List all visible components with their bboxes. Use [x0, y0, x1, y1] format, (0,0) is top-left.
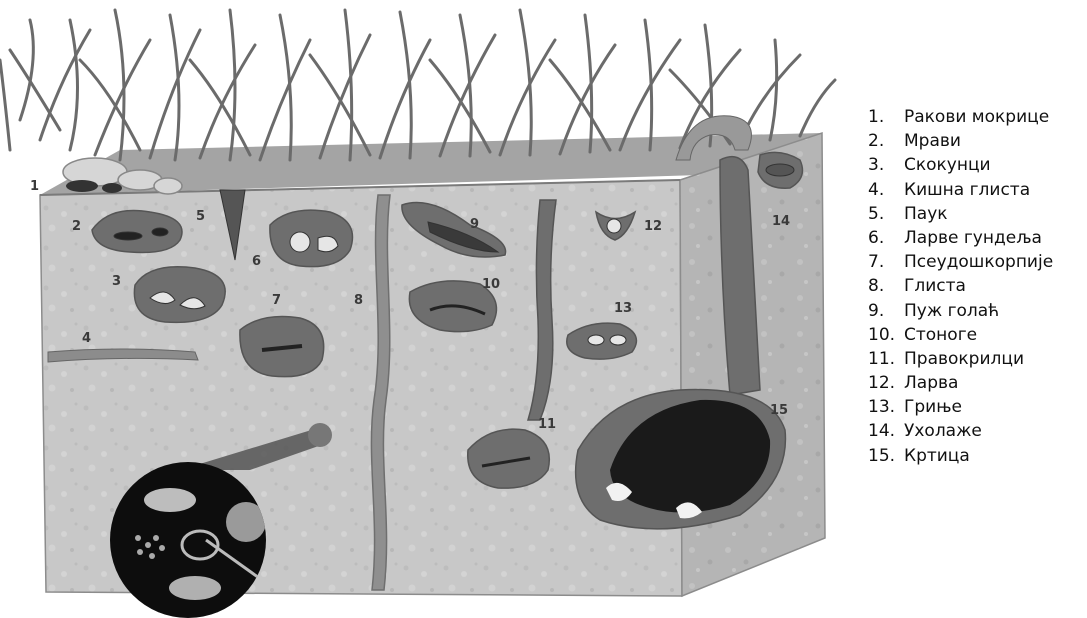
legend-item: 1.Ракови мокрице [868, 107, 1083, 131]
legend-label: Ларва [904, 373, 958, 393]
legend-label: Пуж голаћ [904, 301, 999, 321]
legend-item: 15.Кртица [868, 446, 1083, 470]
legend-number: 14. [868, 421, 904, 441]
grass-icon [0, 10, 835, 160]
marker-7: 7 [272, 293, 281, 308]
legend-item: 6.Ларве гундеља [868, 228, 1083, 252]
legend-item: 14.Ухолаже [868, 421, 1083, 445]
legend-item: 12.Ларва [868, 373, 1083, 397]
legend-item: 7.Псеудошкорпије [868, 252, 1083, 276]
legend-number: 11. [868, 349, 904, 369]
legend-number: 2. [868, 131, 904, 151]
legend-number: 8. [868, 276, 904, 296]
legend-number: 15. [868, 446, 904, 466]
legend-number: 5. [868, 204, 904, 224]
legend-number: 13. [868, 397, 904, 417]
legend-item: 2.Мрави [868, 131, 1083, 155]
beetle-larvae-chamber [270, 210, 353, 266]
mite-creature [588, 335, 604, 345]
marker-15: 15 [770, 403, 788, 418]
legend-number: 6. [868, 228, 904, 248]
legend-label: Паук [904, 204, 948, 224]
legend-item: 8.Глиста [868, 276, 1083, 300]
marker-8: 8 [354, 293, 363, 308]
legend-label: Ларве гундеља [904, 228, 1042, 248]
legend-label: Кртица [904, 446, 970, 466]
legend-label: Глиста [904, 276, 966, 296]
legend-label: Ухолаже [904, 421, 982, 441]
legend-item: 11.Правокрилци [868, 349, 1083, 373]
legend-item: 13.Грињe [868, 397, 1083, 421]
legend-number: 1. [868, 107, 904, 127]
larva-creature [607, 219, 621, 233]
marker-13: 13 [614, 301, 632, 316]
legend-number: 7. [868, 252, 904, 272]
legend-label: Псеудошкорпије [904, 252, 1053, 272]
earwig-creature [766, 164, 794, 176]
marker-5: 5 [196, 209, 205, 224]
beetle-larva-creature [290, 232, 310, 252]
legend-label: Мрави [904, 131, 961, 151]
legend-item: 4.Кишна глиста [868, 180, 1083, 204]
legend-number: 9. [868, 301, 904, 321]
soil-cross-section-diagram: 1 2 3 4 5 6 7 8 9 10 11 12 13 14 15 [0, 0, 840, 618]
marker-9: 9 [470, 217, 479, 232]
legend-label: Правокрилци [904, 349, 1024, 369]
ants-chamber [92, 210, 182, 252]
marker-10: 10 [482, 277, 500, 292]
legend-item: 5.Паук [868, 204, 1083, 228]
legend-label: Ракови мокрице [904, 107, 1049, 127]
legend-item: 10.Стоноге [868, 325, 1083, 349]
marker-2: 2 [72, 219, 81, 234]
springtails-chamber [134, 267, 225, 323]
marker-1: 1 [30, 179, 39, 194]
marker-11: 11 [538, 417, 556, 432]
marker-6: 6 [252, 254, 261, 269]
marker-4: 4 [82, 331, 91, 346]
legend-item: 9.Пуж голаћ [868, 301, 1083, 325]
ant-creature [114, 232, 142, 240]
legend-label: Грињe [904, 397, 962, 417]
legend-number: 12. [868, 373, 904, 393]
legend-label: Кишна глиста [904, 180, 1030, 200]
legend-number: 4. [868, 180, 904, 200]
legend-label: Скокунци [904, 155, 991, 175]
marker-3: 3 [112, 274, 121, 289]
marker-12: 12 [644, 219, 662, 234]
legend-item: 3.Скокунци [868, 155, 1083, 179]
legend-label: Стоноге [904, 325, 977, 345]
marker-14: 14 [772, 214, 790, 229]
legend-number: 10. [868, 325, 904, 345]
legend-number: 3. [868, 155, 904, 175]
